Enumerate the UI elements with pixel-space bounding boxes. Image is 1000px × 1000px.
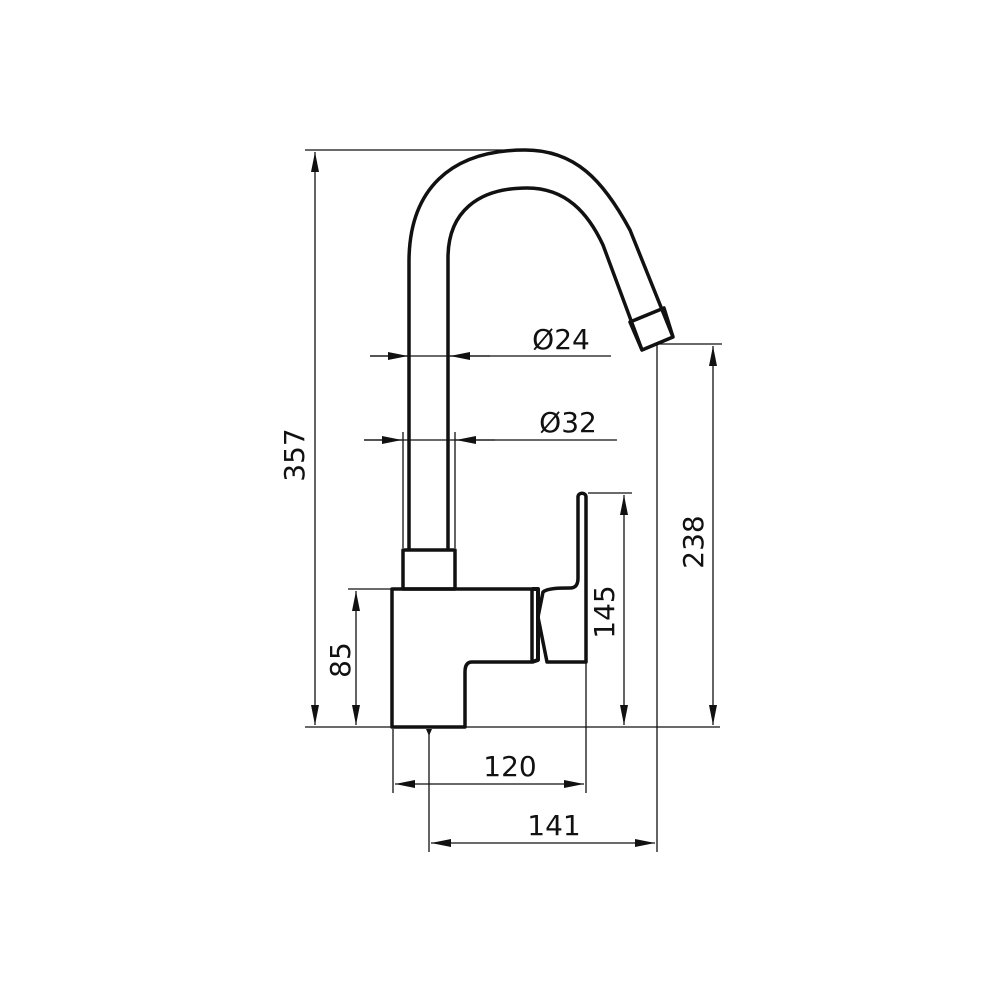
spout-inner-edge — [446, 186, 644, 550]
label-spout-reach: 141 — [527, 809, 580, 842]
label-body-height: 85 — [324, 642, 357, 678]
label-body-depth: 120 — [483, 750, 536, 783]
label-collar-diameter: Ø32 — [539, 406, 597, 439]
faucet-outline — [390, 148, 675, 729]
dimension-lines — [305, 149, 722, 852]
label-handle-height: 145 — [588, 585, 621, 638]
spout-collar — [401, 548, 457, 591]
faucet-body — [390, 587, 534, 729]
label-spout-diameter: Ø24 — [532, 323, 590, 356]
label-outlet-height: 238 — [677, 515, 710, 568]
label-total-height: 357 — [278, 428, 311, 481]
aerator-tip — [628, 306, 675, 352]
axis-tick — [426, 729, 432, 736]
lever-handle — [536, 491, 588, 664]
